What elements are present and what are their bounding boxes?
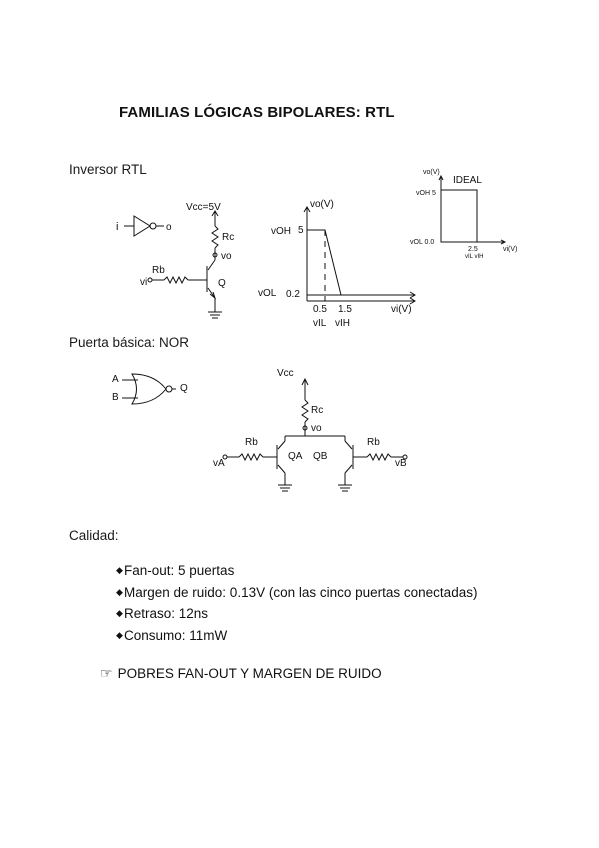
conclusion: ☞ POBRES FAN-OUT Y MARGEN DE RUIDO <box>100 665 382 682</box>
rc-label: Rc <box>222 232 234 243</box>
vi-label: vi <box>140 277 147 288</box>
rb-label: Rb <box>152 265 165 276</box>
q-label: Q <box>218 278 226 289</box>
vo-label: vo <box>221 251 232 262</box>
diamond-bullet-icon: ◆ <box>116 565 123 575</box>
nor-vb-label: vB <box>395 458 407 469</box>
quality-list: ◆Fan-out: 5 puertas ◆Margen de ruido: 0.… <box>116 560 477 646</box>
nor-va-label: vA <box>213 458 225 469</box>
nor-heading: Puerta básica: NOR <box>69 335 190 350</box>
nor-output-q: Q <box>180 383 188 394</box>
diamond-bullet-icon: ◆ <box>116 586 123 597</box>
vcc-label: Vcc=5V <box>186 202 221 213</box>
diamond-bullet-icon: ◆ <box>116 608 123 618</box>
ideal-vol: vOL 0.0 <box>410 239 434 246</box>
list-item: ◆Retraso: 12ns <box>116 603 477 625</box>
ideal-characteristic: vo(V) IDEAL vOH 5 vOL 0.0 2.5 vIL vIH vi… <box>410 169 517 260</box>
ideal-label: IDEAL <box>453 175 482 186</box>
nor-vcc-label: Vcc <box>277 368 294 379</box>
inverter-output-label: o <box>166 222 172 233</box>
vih-value: 1.5 <box>338 304 352 315</box>
page-title: FAMILIAS LÓGICAS BIPOLARES: RTL <box>119 104 395 121</box>
vol-value: 0.2 <box>286 289 300 300</box>
ideal-x-sub: vIL vIH <box>465 254 483 260</box>
vih-label: vIH <box>335 318 350 329</box>
ideal-voh: vOH 5 <box>416 190 436 197</box>
quality-heading: Calidad: <box>69 528 119 543</box>
inverter-heading: Inversor RTL <box>69 162 147 177</box>
conclusion-text: POBRES FAN-OUT Y MARGEN DE RUIDO <box>117 666 382 681</box>
diamond-bullet-icon: ◆ <box>116 629 123 640</box>
ideal-xlabel: vi(V) <box>503 246 517 253</box>
inverter-input-label: i <box>116 221 118 233</box>
nor-qa-label: QA <box>288 451 303 462</box>
nor-input-b: B <box>112 392 119 403</box>
list-item: ◆Fan-out: 5 puertas <box>116 560 477 582</box>
inverter-transistor-circuit: Vcc=5V Rc vo Q Rb vi <box>140 202 234 319</box>
nor-gate-symbol: A B Q <box>112 373 188 405</box>
nor-qb-label: QB <box>313 451 328 462</box>
vil-value: 0.5 <box>313 304 327 315</box>
transfer-ylabel: vo(V) <box>310 199 334 210</box>
ideal-ylabel: vo(V) <box>423 169 440 176</box>
transfer-characteristic: vo(V) vOH 5 vOL 0.2 0.5 1.5 vIL vIH vi(V… <box>258 199 416 329</box>
nor-input-a: A <box>112 374 119 385</box>
pointing-hand-icon: ☞ <box>100 665 113 681</box>
nor-rb-left: Rb <box>245 437 258 448</box>
nor-rb-right: Rb <box>367 437 380 448</box>
list-item: ◆Consumo: 11mW <box>116 625 477 647</box>
list-item: ◆Margen de ruido: 0.13V (con las cinco p… <box>116 582 477 604</box>
rtl-inverter-circuit: i o Vcc=5V Rc vo Q Rb vi <box>116 202 234 319</box>
ideal-x-tick: 2.5 <box>468 246 478 253</box>
vil-label: vIL <box>313 318 327 329</box>
nor-circuit: Vcc Rc vo Rb vA QA Rb vB QB <box>213 368 408 492</box>
inverter-symbol: i o <box>116 215 172 237</box>
voh-value: 5 <box>298 225 304 236</box>
nor-rc-label: Rc <box>311 405 323 416</box>
nor-vo-label: vo <box>311 423 322 434</box>
voh-label: vOH <box>271 226 291 237</box>
transfer-xlabel: vi(V) <box>391 304 412 315</box>
vol-label: vOL <box>258 288 277 299</box>
